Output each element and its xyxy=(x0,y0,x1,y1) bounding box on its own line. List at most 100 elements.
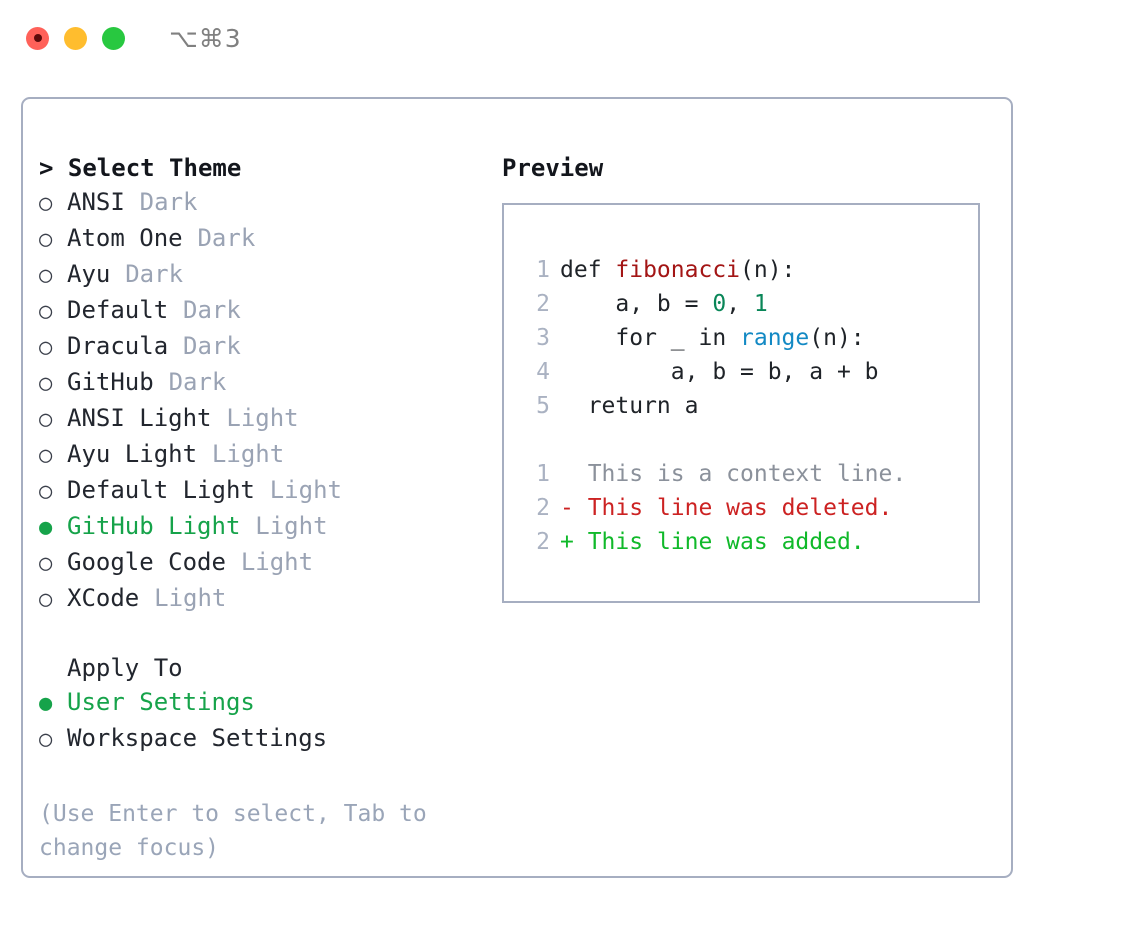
theme-option-default-light[interactable]: ○ Default Light Light xyxy=(39,473,479,509)
theme-option-tag: Dark xyxy=(168,368,227,396)
theme-option-tag: Light xyxy=(211,440,285,468)
minimize-button[interactable] xyxy=(64,26,87,50)
theme-option-tag: Dark xyxy=(139,188,198,216)
radio-unselected-icon: ○ xyxy=(39,371,53,396)
theme-option-tag: Light xyxy=(240,548,314,576)
theme-option-label: XCode xyxy=(67,584,140,612)
theme-option-label: Dracula xyxy=(67,332,169,360)
theme-option-google-code[interactable]: ○ Google Code Light xyxy=(39,545,479,581)
theme-option-github-light[interactable]: ● GitHub Light Light xyxy=(39,509,479,545)
radio-selected-icon: ● xyxy=(39,691,53,716)
code-token: fibonacci xyxy=(615,257,741,283)
radio-unselected-icon: ○ xyxy=(39,299,53,324)
diff-line: 2 + This line was added. xyxy=(520,525,906,559)
recording-indicator-icon xyxy=(33,34,42,42)
theme-option-tag: Light xyxy=(154,584,227,612)
apply-to-heading: Apply To xyxy=(67,654,183,682)
theme-option-dracula[interactable]: ○ Dracula Dark xyxy=(39,329,479,365)
theme-option-label: Google Code xyxy=(67,548,226,576)
radio-unselected-icon: ○ xyxy=(39,443,53,468)
theme-option-label: GitHub Light xyxy=(67,512,241,540)
code-token: , xyxy=(726,291,754,317)
code-blank-line xyxy=(520,423,906,457)
theme-option-tag: Dark xyxy=(183,332,241,360)
code-line-number: 5 xyxy=(536,393,550,419)
diff-text: This line was added. xyxy=(573,529,865,555)
code-line-number: 1 xyxy=(536,257,550,283)
maximize-button[interactable] xyxy=(102,26,125,50)
theme-option-label: Ayu Light xyxy=(67,440,198,468)
theme-option-label: Ayu xyxy=(67,260,111,288)
keyboard-hint-text: (Use Enter to select, Tab to change focu… xyxy=(39,801,427,861)
diff-marker: + xyxy=(560,529,574,555)
code-token: 0 xyxy=(712,291,727,317)
diff-marker: - xyxy=(560,495,574,521)
code-token: return a xyxy=(560,393,699,419)
diff-line-number: 2 xyxy=(536,529,550,555)
theme-option-tag: Light xyxy=(255,512,328,540)
diff-line-number: 2 xyxy=(536,495,550,521)
preview-heading: Preview xyxy=(502,154,604,182)
code-token: (n): xyxy=(809,325,865,351)
radio-unselected-icon: ○ xyxy=(39,263,53,288)
radio-selected-icon: ● xyxy=(39,515,53,540)
radio-unselected-icon: ○ xyxy=(39,727,53,752)
code-line: 1 def fibonacci(n): xyxy=(520,253,906,287)
theme-option-label: Atom One xyxy=(67,224,183,252)
apply-to-option-label: User Settings xyxy=(67,688,255,716)
radio-unselected-icon: ○ xyxy=(39,335,53,360)
code-token: a, b = xyxy=(560,291,713,317)
radio-unselected-icon: ○ xyxy=(39,479,53,504)
radio-unselected-icon: ○ xyxy=(39,587,53,612)
apply-to-option-user-settings[interactable]: ● User Settings xyxy=(39,685,479,721)
diff-line-number: 1 xyxy=(536,461,550,487)
diff-line: 2- This line was deleted. xyxy=(520,491,906,525)
radio-unselected-icon: ○ xyxy=(39,551,53,576)
apply-to-section: Apply To ● User Settings ○ Workspace Settin… xyxy=(39,651,479,757)
code-token: a, b = b, a + b xyxy=(560,359,879,385)
code-line: 2 a, b = 0, 1 xyxy=(520,287,906,321)
theme-option-label: Default Light xyxy=(67,476,255,504)
code-token: def xyxy=(560,257,616,283)
radio-unselected-icon: ○ xyxy=(39,407,53,432)
code-line-number: 2 xyxy=(536,291,550,317)
apply-to-option-label: Workspace Settings xyxy=(67,724,328,752)
theme-option-label: ANSI xyxy=(67,188,125,216)
theme-option-xcode[interactable]: ○ XCode Light xyxy=(39,581,479,617)
theme-option-ansi[interactable]: ○ ANSI Dark xyxy=(39,185,479,221)
diff-text: This line was deleted. xyxy=(573,495,893,521)
title-bar: ⌥⌘3 xyxy=(0,0,1140,76)
code-line: 3 for _ in range(n): xyxy=(520,321,906,355)
code-token: for _ in xyxy=(560,325,741,351)
theme-option-atom-one[interactable]: ○ Atom One Dark xyxy=(39,221,479,257)
traffic-lights xyxy=(26,26,125,50)
theme-option-ayu-light[interactable]: ○ Ayu Light Light xyxy=(39,437,479,473)
radio-unselected-icon: ○ xyxy=(39,191,53,216)
close-button[interactable] xyxy=(26,26,49,50)
code-line: 4 a, b = b, a + b xyxy=(520,355,906,389)
apply-to-option-workspace-settings[interactable]: ○ Workspace Settings xyxy=(39,721,479,757)
code-token: (n): xyxy=(740,257,796,283)
theme-option-tag: Dark xyxy=(197,224,256,252)
diff-text: This is a context line. xyxy=(573,461,907,487)
theme-option-tag: Dark xyxy=(125,260,184,288)
theme-option-label: ANSI Light xyxy=(67,404,212,432)
theme-option-tag: Light xyxy=(226,404,299,432)
select-theme-heading: > Select Theme xyxy=(39,154,242,182)
code-line-number: 4 xyxy=(536,359,550,385)
theme-option-ansi-light[interactable]: ○ ANSI Light Light xyxy=(39,401,479,437)
theme-option-tag: Light xyxy=(269,476,342,504)
radio-unselected-icon: ○ xyxy=(39,227,53,252)
theme-option-tag: Dark xyxy=(183,296,241,324)
theme-option-ayu[interactable]: ○ Ayu Dark xyxy=(39,257,479,293)
apply-to-option-list: ● User Settings ○ Workspace Settings xyxy=(39,685,479,757)
